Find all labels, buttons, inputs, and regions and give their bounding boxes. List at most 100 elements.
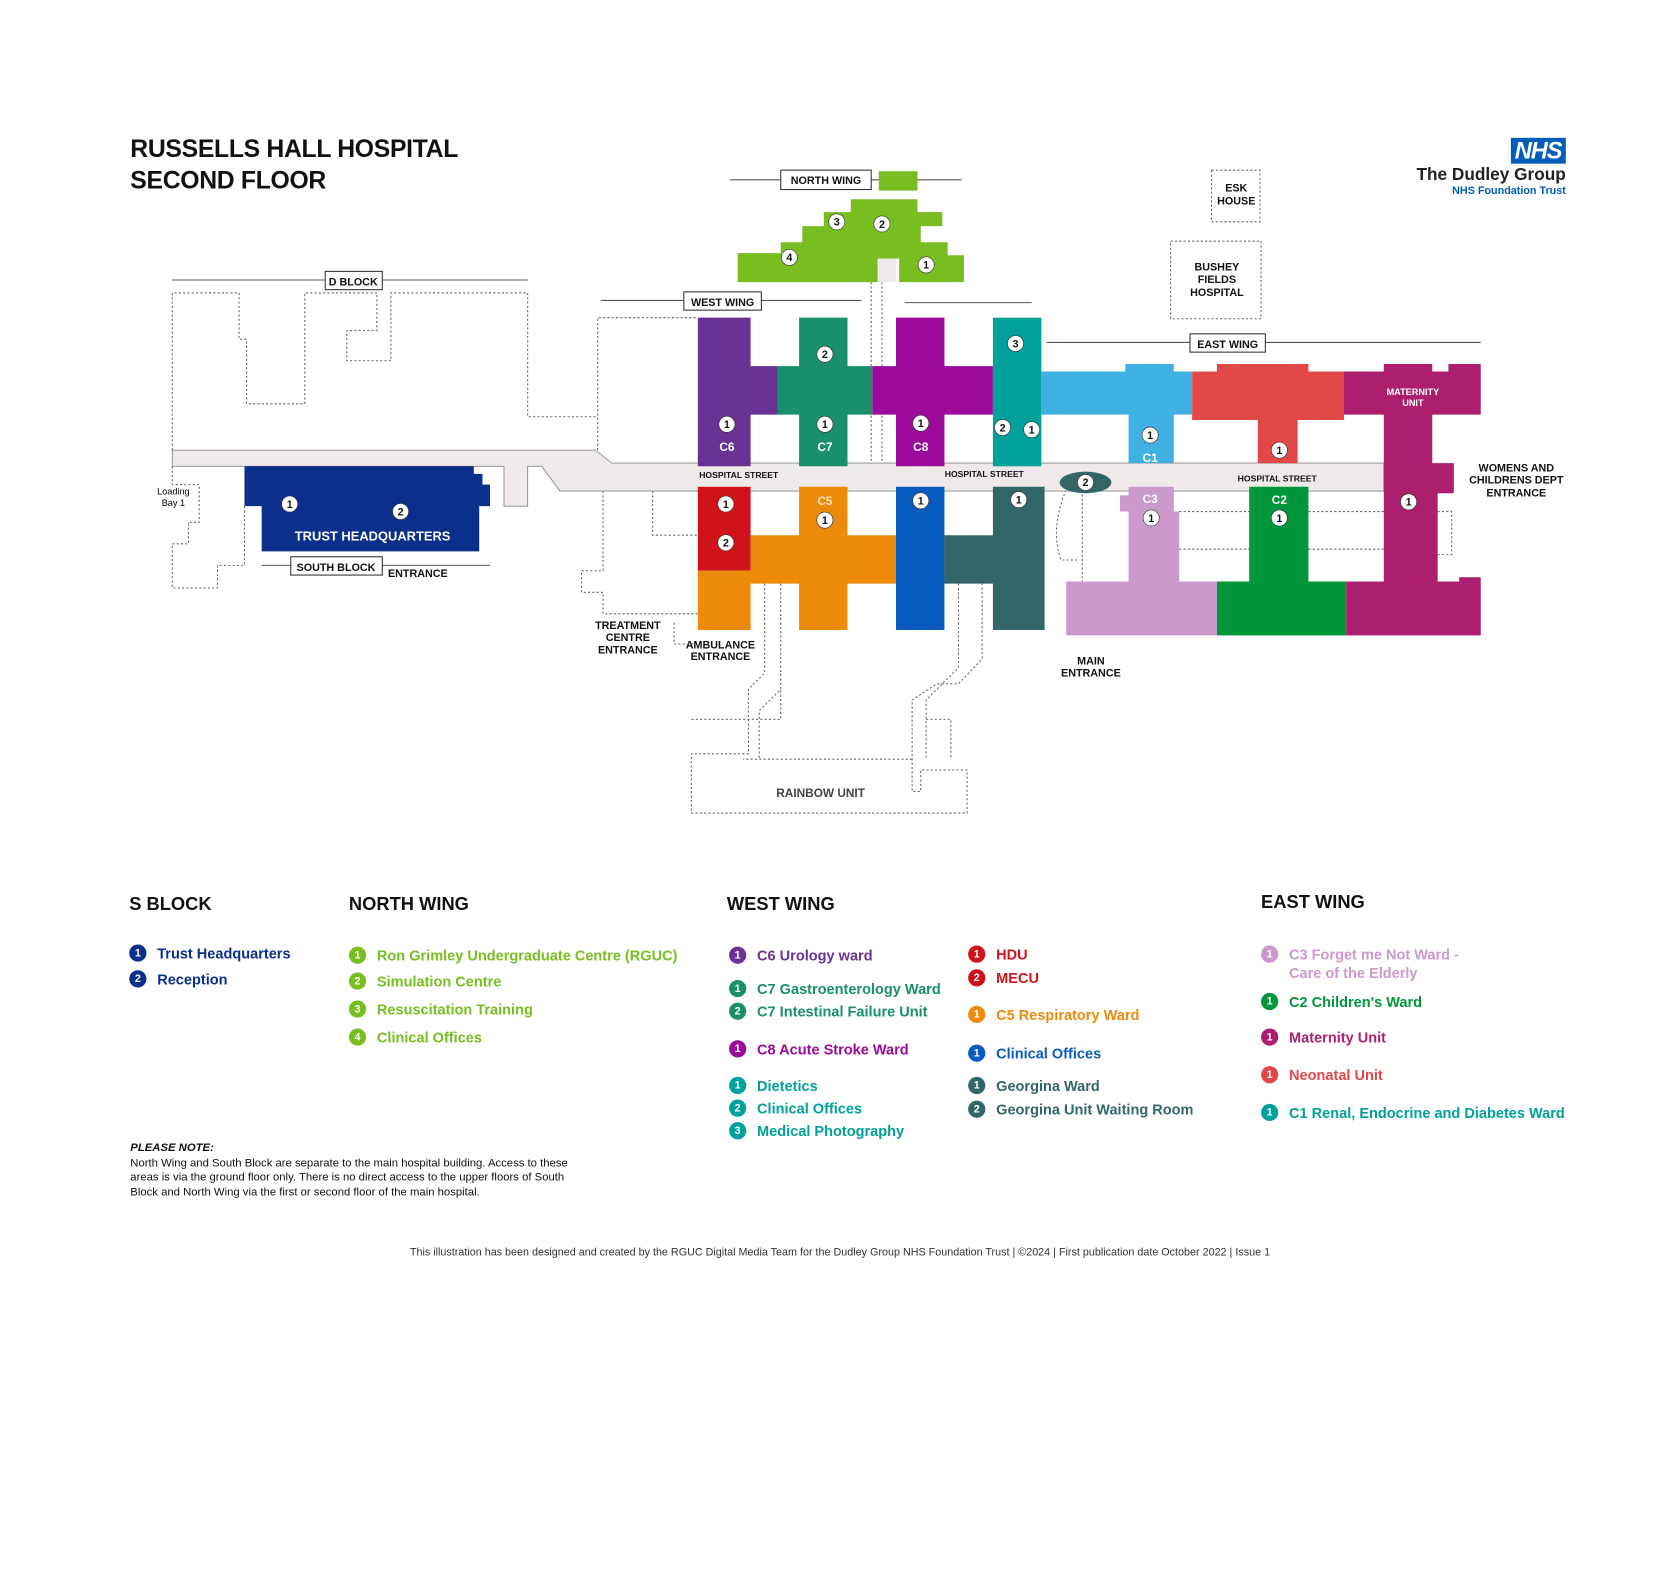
map-number-badge[interactable]: 1 <box>912 492 930 510</box>
main-entrance-label: MAIN <box>1077 655 1105 667</box>
legend-item-label: Georgina Unit Waiting Room <box>996 1101 1194 1118</box>
map-number-badge[interactable]: 2 <box>717 534 735 552</box>
c3-building[interactable] <box>1066 486 1217 636</box>
c8-building[interactable] <box>872 317 993 467</box>
c6-label: C6 <box>719 440 735 454</box>
map-number-badge[interactable]: 1 <box>1010 491 1028 509</box>
map-number-badge[interactable]: 2 <box>994 419 1011 436</box>
c7-building[interactable] <box>777 317 873 467</box>
neonatal-building[interactable] <box>1192 363 1344 464</box>
bushey-fields-label: HOSPITAL <box>1190 287 1244 299</box>
georgina-building[interactable] <box>944 486 1045 630</box>
east-wing-label: EAST WING <box>1197 339 1258 351</box>
map-number-badge[interactable]: 4 <box>780 248 798 266</box>
map-number-badge[interactable]: 2 <box>873 215 891 233</box>
loading-bay-label: Loading <box>157 486 190 496</box>
legend-item-label: C8 Acute Stroke Ward <box>757 1041 909 1058</box>
legend-heading: S BLOCK <box>129 893 212 915</box>
map-number-badge[interactable]: 1 <box>717 495 735 513</box>
trust-hq-label: TRUST HEADQUARTERS <box>295 529 451 544</box>
badge-number: 1 <box>1406 497 1412 509</box>
legend-item-label: C6 Urology ward <box>757 947 873 964</box>
badge-number: 1 <box>822 515 828 527</box>
badge-number: 2 <box>723 538 729 550</box>
c7-label: C7 <box>817 440 833 454</box>
badge-number: 1 <box>918 418 924 430</box>
womens-childrens-entrance-label: ENTRANCE <box>1486 487 1546 499</box>
legend-number-badge: 1 <box>729 1040 747 1058</box>
map-number-badge[interactable]: 1 <box>1141 426 1159 444</box>
rainbow-unit-label: RAINBOW UNIT <box>776 786 865 800</box>
legend-item-label: Clinical Offices <box>376 1029 482 1046</box>
legend-item-label: Clinical Offices <box>757 1100 863 1117</box>
legend-item-label: Trust Headquarters <box>157 945 291 962</box>
c5-label: C5 <box>817 494 833 508</box>
legend-item-label: Neonatal Unit <box>1289 1067 1383 1084</box>
organisation-subtitle: NHS Foundation Trust <box>1452 185 1566 198</box>
legend-number-badge: 4 <box>348 1028 367 1046</box>
legend-item-label: C1 Renal, Endocrine and Diabetes Ward <box>1289 1104 1565 1122</box>
legend-item-label: C5 Respiratory Ward <box>996 1006 1140 1024</box>
map-number-badge[interactable]: 2 <box>392 503 410 520</box>
maternity-label: MATERNITY <box>1387 387 1440 397</box>
legend-number-badge: 2 <box>129 970 147 988</box>
legend-item-label: Medical Photography <box>757 1123 905 1140</box>
map-number-badge[interactable]: 1 <box>1270 509 1288 527</box>
label-boxes <box>290 169 1266 576</box>
legend-heading: EAST WING <box>1261 891 1365 913</box>
legend-number-badge: 1 <box>1261 945 1279 963</box>
legend-number-badge: 1 <box>968 1044 986 1062</box>
map-number-badge[interactable]: 1 <box>917 256 935 274</box>
map-number-badge[interactable]: 1 <box>912 414 930 432</box>
c5-building[interactable] <box>697 486 896 630</box>
legend-heading: NORTH WING <box>348 893 469 915</box>
nhs-logo: NHS The Dudley Group NHS Foundation Trus… <box>1416 137 1566 198</box>
map-number-badge[interactable]: 2 <box>816 345 834 363</box>
trust-headquarters-building[interactable] <box>244 466 490 552</box>
badge-circle-icon <box>1023 421 1041 439</box>
footer-credit: This illustration has been designed and … <box>409 1247 1271 1259</box>
badge-circle-icon <box>1010 491 1028 509</box>
map-number-badge[interactable]: 1 <box>281 495 299 513</box>
badge-number: 1 <box>1016 494 1022 506</box>
c1-building[interactable] <box>1041 363 1193 464</box>
map-number-badge[interactable]: 1 <box>816 415 834 433</box>
link-corridor <box>878 258 896 283</box>
badge-number: 1 <box>1029 424 1035 436</box>
clinical-offices-building[interactable] <box>895 486 945 630</box>
legend-item-label: C3 Forget me Not Ward - Care of the Elde… <box>1289 946 1459 982</box>
treatment-centre-entrance-label: ENTRANCE <box>598 645 658 657</box>
c2-building[interactable] <box>1216 486 1347 636</box>
map-number-badge[interactable]: 1 <box>718 415 736 433</box>
map-number-badge[interactable]: 3 <box>1007 335 1024 352</box>
map-badges: 1 2 3 2 4 1 1 2 1 1 3 2 1 1 1 1 1 2 1 1 1 2 1 1 <box>281 213 1417 552</box>
badge-circle-icon <box>392 503 410 520</box>
map-number-badge[interactable]: 3 <box>828 213 846 231</box>
badge-circle-icon <box>912 492 930 510</box>
c6-urology-building[interactable] <box>697 317 778 467</box>
badge-number: 1 <box>1276 513 1282 525</box>
map-number-badge[interactable]: 1 <box>1270 441 1288 459</box>
treatment-centre-entrance-label: TREATMENT <box>595 620 661 632</box>
map-number-badge[interactable]: 1 <box>816 511 834 529</box>
legend-item-label: Georgina Ward <box>996 1077 1100 1095</box>
map-number-badge[interactable]: 1 <box>1023 421 1041 439</box>
badge-number: 3 <box>1013 338 1019 350</box>
map-number-badge[interactable]: 1 <box>1400 493 1417 511</box>
badge-circle-icon <box>1077 474 1094 491</box>
map-number-badge[interactable]: 1 <box>1142 509 1160 527</box>
map-number-badge[interactable]: 2 <box>1077 474 1094 491</box>
title-line-2: SECOND FLOOR <box>130 165 326 194</box>
legend-item-label: C7 Gastroenterology Ward <box>757 981 941 998</box>
